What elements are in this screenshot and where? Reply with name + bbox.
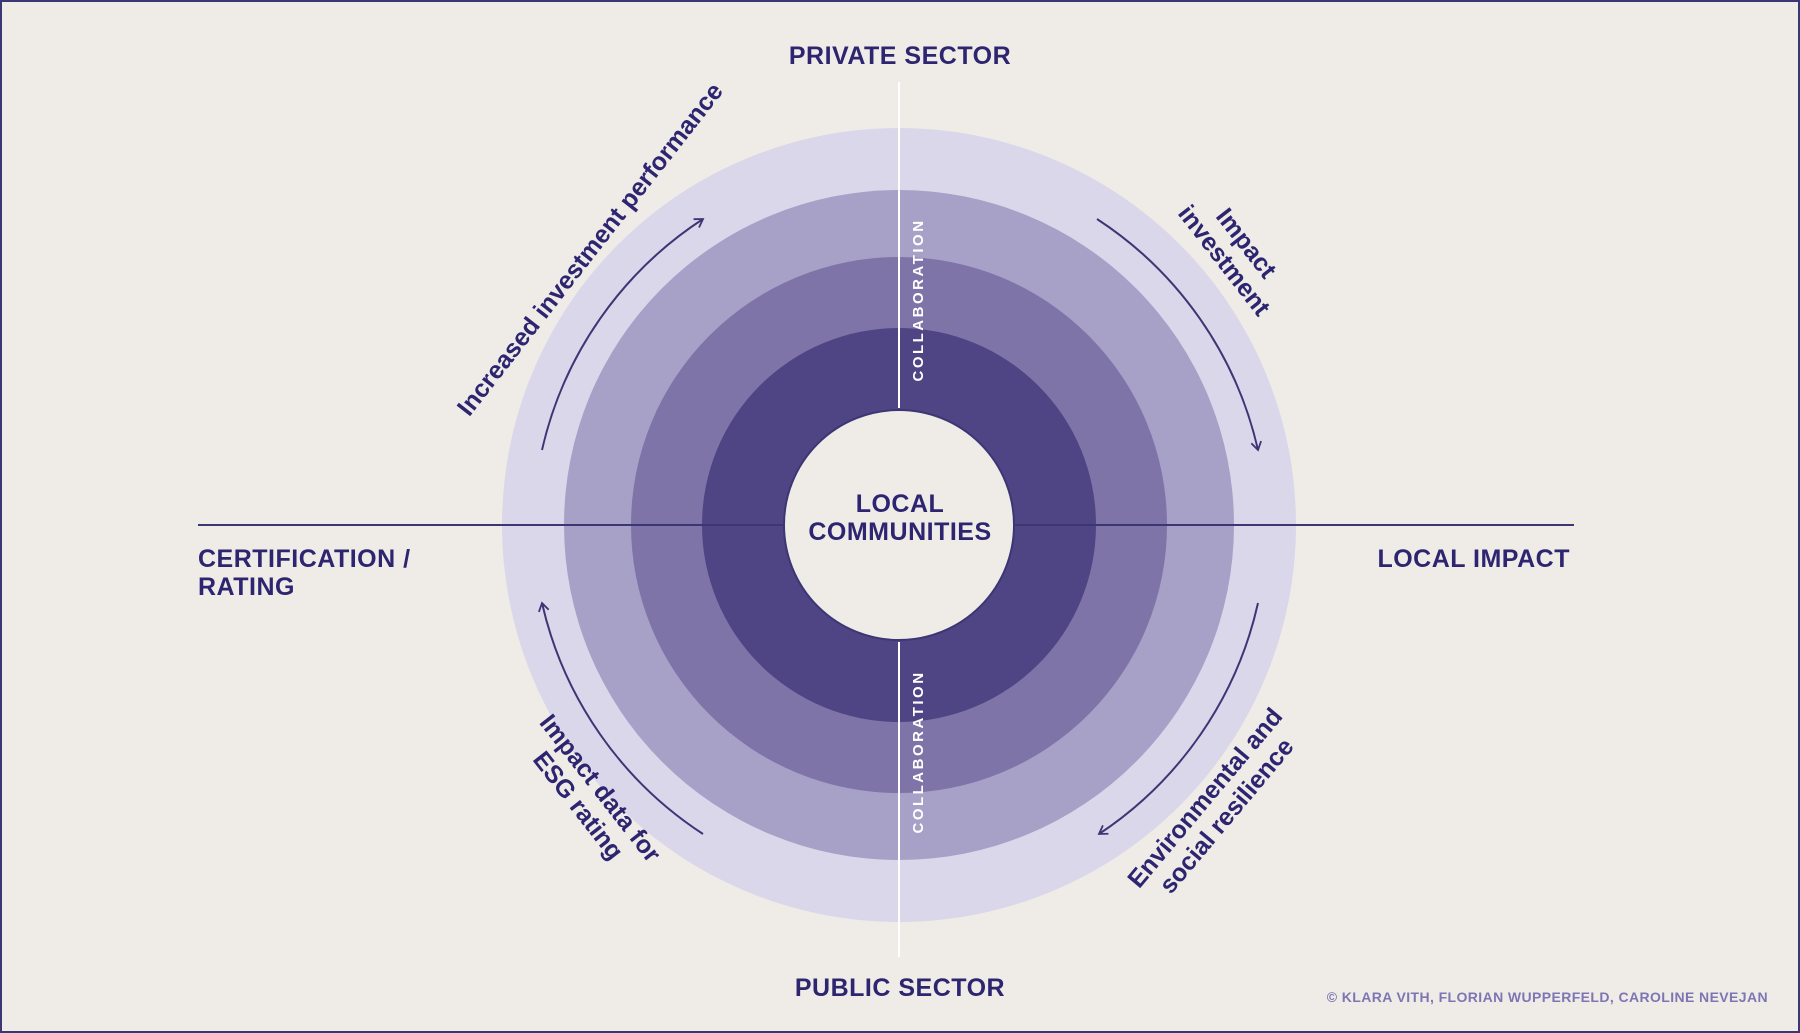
copyright-credit: © KLARA VITH, FLORIAN WUPPERFELD, CAROLI… [1326, 989, 1768, 1005]
certification-rating-label: CERTIFICATION / RATING [198, 545, 411, 601]
arrow-top-right [1096, 218, 1262, 452]
arrow-top-left [541, 218, 705, 451]
arrow-bottom-right [1097, 602, 1259, 835]
collaboration-label-top: COLLABORATION [910, 218, 927, 381]
local-communities-label: LOCAL COMMUNITIES [808, 490, 992, 546]
arrow-bottom-left [538, 601, 704, 835]
public-sector-label: PUBLIC SECTOR [794, 974, 1006, 1002]
collaboration-label-bottom: COLLABORATION [910, 670, 927, 833]
private-sector-label: PRIVATE SECTOR [788, 42, 1012, 70]
local-impact-label: LOCAL IMPACT [1377, 545, 1570, 573]
center-circle [783, 409, 1015, 641]
